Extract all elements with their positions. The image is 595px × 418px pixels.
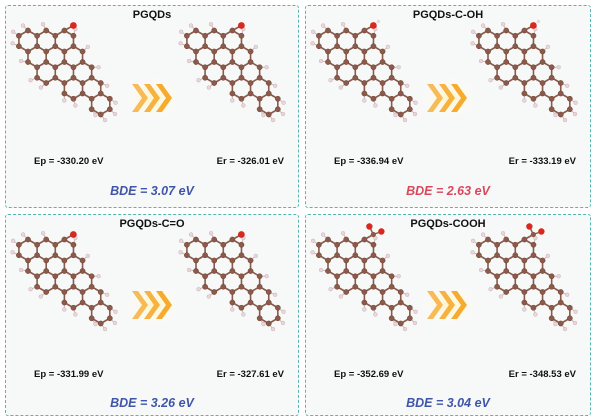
panel-pgqds-c-o: PGQDs-C=O Ep = -331.99 eV Er = -327.61 e…	[5, 214, 299, 416]
reaction-arrow-icon	[419, 76, 479, 120]
panel-pgqds-c-oh: PGQDs-C-OH Ep = -336.94 eV Er = -333.19 …	[305, 5, 591, 208]
ep-label: Ep = -331.99 eV	[34, 369, 104, 380]
reactant-molecule	[310, 19, 578, 123]
bde-label: BDE = 3.07 eV	[110, 184, 194, 198]
panel-title: PGQDs	[132, 9, 172, 21]
bde-label: BDE = 2.63 eV	[406, 184, 490, 198]
reaction-arrow-icon	[124, 76, 184, 120]
panel-title: PGQDs-C=O	[119, 218, 185, 230]
reaction-arrow-icon	[124, 283, 184, 327]
reactant-molecule	[310, 223, 578, 332]
ep-label: Ep = -330.20 eV	[34, 156, 104, 167]
ep-label: Ep = -352.69 eV	[334, 369, 404, 380]
reaction-arrow-icon	[419, 283, 479, 327]
reactant-molecule	[10, 231, 286, 332]
er-label: Er = -326.01 eV	[216, 156, 284, 167]
bde-label: BDE = 3.04 eV	[406, 396, 490, 410]
er-label: Er = -327.61 eV	[216, 369, 284, 380]
panel-title: PGQDs-COOH	[410, 218, 486, 230]
panel-pgqds: PGQDs Ep = -330.20 eV Er = -326.01 eV BD…	[5, 5, 299, 208]
er-label: Er = -333.19 eV	[508, 156, 576, 167]
bde-label: BDE = 3.26 eV	[110, 396, 194, 410]
panel-title: PGQDs-C-OH	[412, 9, 484, 21]
er-label: Er = -348.53 eV	[508, 369, 576, 380]
panel-pgqds-cooh: PGQDs-COOH Ep = -352.69 eV Er = -348.53 …	[305, 214, 591, 416]
reactant-molecule	[10, 22, 286, 123]
ep-label: Ep = -336.94 eV	[334, 156, 404, 167]
